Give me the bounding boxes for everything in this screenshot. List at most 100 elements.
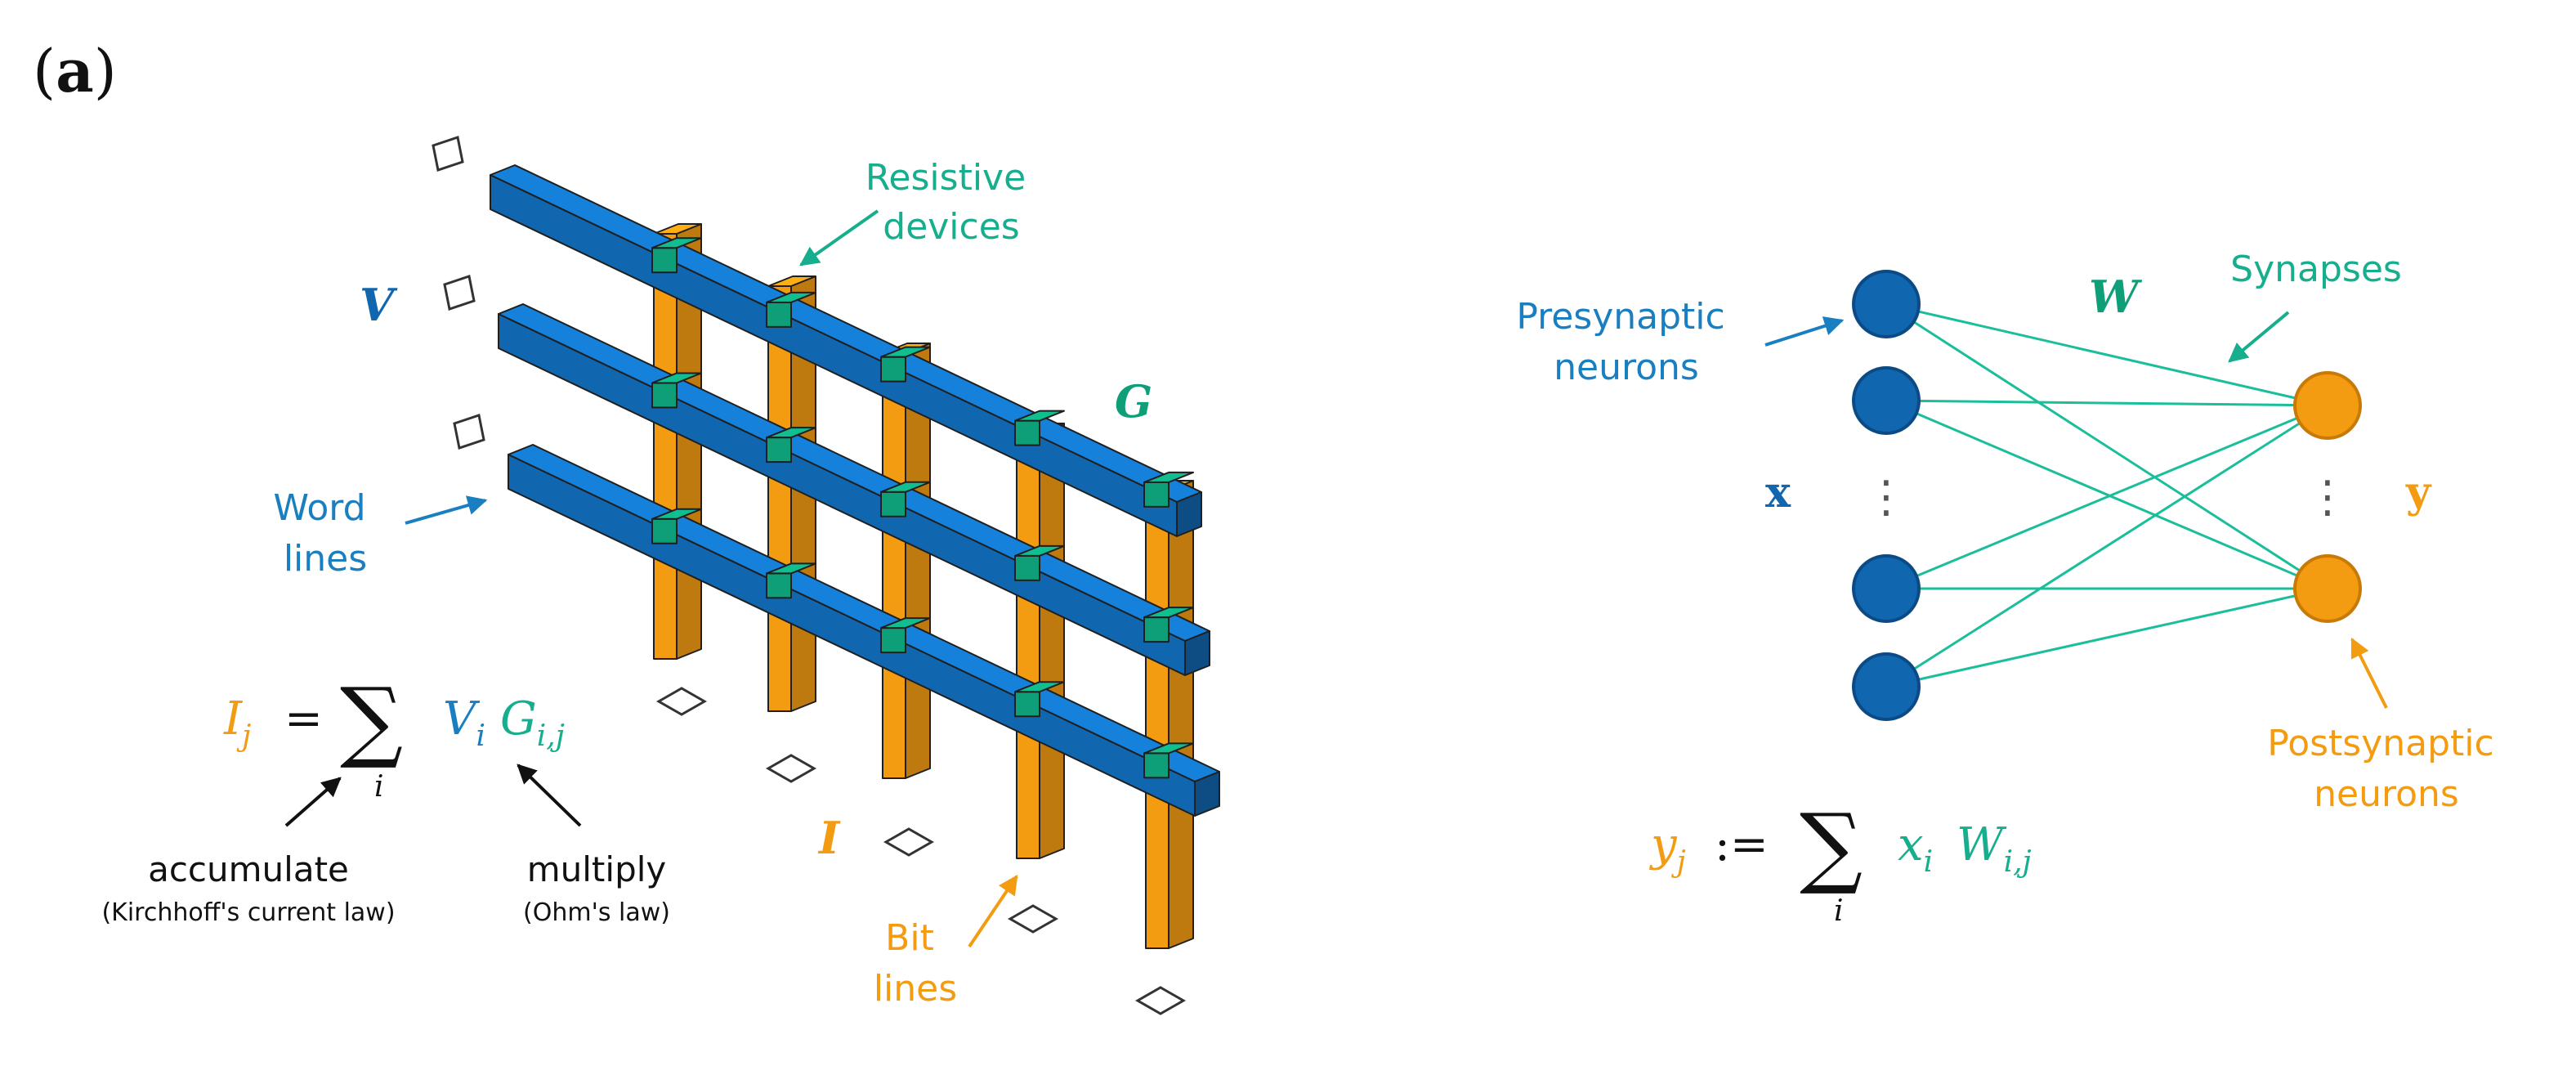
network-equation: yj := ∑ i xi Wi,j — [1648, 795, 2032, 928]
eq-x: xi — [1898, 818, 1933, 879]
input-terminal-3 — [453, 414, 485, 450]
resistive-device-top — [880, 617, 931, 629]
bit-line-side — [1039, 423, 1065, 859]
bit-line — [653, 233, 678, 660]
resistive-device-top — [651, 237, 702, 249]
note-accumulate-title: accumulate — [148, 849, 349, 889]
arrow-bit-lines — [968, 875, 1018, 948]
synapse — [1885, 399, 2328, 590]
resistive-device-top — [651, 372, 702, 384]
label-synapses: Synapses — [2230, 249, 2402, 290]
synapse — [1885, 302, 2328, 590]
crossbar-equation: Ij = ∑ i Vi Gi,j — [223, 670, 565, 804]
resistive-device — [1014, 419, 1040, 446]
word-line-end — [1194, 771, 1220, 817]
resistive-device-top — [766, 291, 816, 303]
synapse — [1885, 587, 2328, 688]
resistive-device — [766, 437, 792, 464]
resistive-device-top — [651, 508, 702, 520]
resistive-device — [1143, 752, 1169, 779]
synapse — [1885, 399, 2328, 407]
arrow-synapses — [2228, 311, 2290, 363]
output-terminal-5 — [1134, 986, 1187, 1015]
presynaptic-neuron — [1852, 652, 1921, 721]
eq-y: yj — [1648, 818, 1686, 879]
output-terminal-1 — [655, 687, 708, 716]
resistive-device — [651, 247, 678, 274]
bit-line — [1145, 490, 1169, 949]
resistive-device — [880, 490, 906, 517]
synapse — [1885, 302, 2328, 407]
eq-sum: ∑ — [340, 670, 403, 772]
presynaptic-neuron — [1852, 270, 1921, 338]
bit-line-top — [653, 223, 702, 235]
output-terminal-4 — [1007, 904, 1059, 934]
input-terminal-2 — [443, 275, 476, 311]
arrow-resistive-devices — [799, 209, 879, 266]
arrow-multiply — [517, 764, 582, 827]
symbol-y: y — [2405, 468, 2432, 517]
eq-assign: := — [1715, 818, 1769, 871]
resistive-device — [651, 517, 678, 544]
eq-G: Gi,j — [500, 692, 565, 753]
resistive-device — [880, 627, 906, 654]
resistive-device-top — [766, 562, 816, 575]
eq-sum2: ∑ — [1800, 795, 1863, 898]
symbol-x: x — [1765, 468, 1791, 517]
resistive-device — [1143, 616, 1169, 643]
label-word-lines: Word lines — [273, 487, 377, 580]
word-line-top — [490, 164, 1202, 503]
resistive-device — [766, 301, 792, 328]
eq-sum-index: i — [374, 770, 384, 804]
bit-line — [882, 352, 906, 779]
ellipsis-y: ⋮ — [2305, 471, 2350, 522]
word-line-end — [1176, 491, 1202, 537]
symbol-W: W — [2089, 271, 2143, 323]
input-terminal-1 — [432, 136, 464, 172]
panel-label: (a) — [33, 36, 117, 105]
eq-W: Wi,j — [1957, 818, 2032, 879]
resistive-device — [880, 356, 906, 383]
note-multiply-title: multiply — [527, 849, 667, 889]
symbol-V: V — [360, 279, 398, 331]
resistive-device-top — [1143, 607, 1194, 619]
label-presynaptic-neurons: Presynaptic neurons — [1516, 296, 1736, 388]
word-line-end — [1184, 630, 1210, 676]
synapse — [1885, 404, 2328, 590]
resistive-device-top — [1014, 681, 1065, 693]
label-bit-lines: Bit lines — [874, 917, 957, 1010]
input-terminals — [432, 136, 485, 450]
symbol-I: I — [817, 812, 841, 864]
resistive-device — [1014, 691, 1040, 718]
presynaptic-neuron — [1852, 554, 1921, 623]
eq-equals: = — [284, 692, 323, 746]
resistive-device-top — [880, 481, 931, 493]
arrow-postsynaptic — [2350, 637, 2388, 709]
resistive-device-top — [766, 427, 816, 439]
eq-V: Vi — [443, 692, 485, 753]
resistive-device-top — [1143, 742, 1194, 755]
arrow-word-lines — [405, 495, 488, 525]
bit-line-side — [1168, 480, 1194, 949]
arrow-presynaptic — [1764, 316, 1845, 347]
eq-lhs: Ij — [223, 692, 251, 753]
presynaptic-layer — [1852, 270, 1921, 721]
synapse — [1885, 404, 2328, 688]
resistive-device — [651, 382, 678, 409]
bit-line-top — [767, 275, 816, 287]
postsynaptic-neuron — [2293, 371, 2362, 440]
presynaptic-neuron — [1852, 366, 1921, 435]
arrow-accumulate — [284, 777, 342, 827]
resistive-device-top — [1014, 544, 1065, 557]
synapse-connections — [1885, 302, 2328, 688]
ellipsis-x: ⋮ — [1864, 471, 1908, 522]
resistive-device-top — [1014, 410, 1065, 422]
note-accumulate-detail: (Kirchhoff's current law) — [101, 898, 395, 927]
resistive-device — [766, 572, 792, 599]
postsynaptic-layer — [2293, 371, 2362, 623]
label-resistive-devices: Resistive devices — [865, 157, 1037, 248]
label-postsynaptic-neurons: Postsynaptic neurons — [2267, 723, 2505, 815]
crossbar-array — [490, 164, 1220, 949]
resistive-device — [1143, 481, 1169, 508]
